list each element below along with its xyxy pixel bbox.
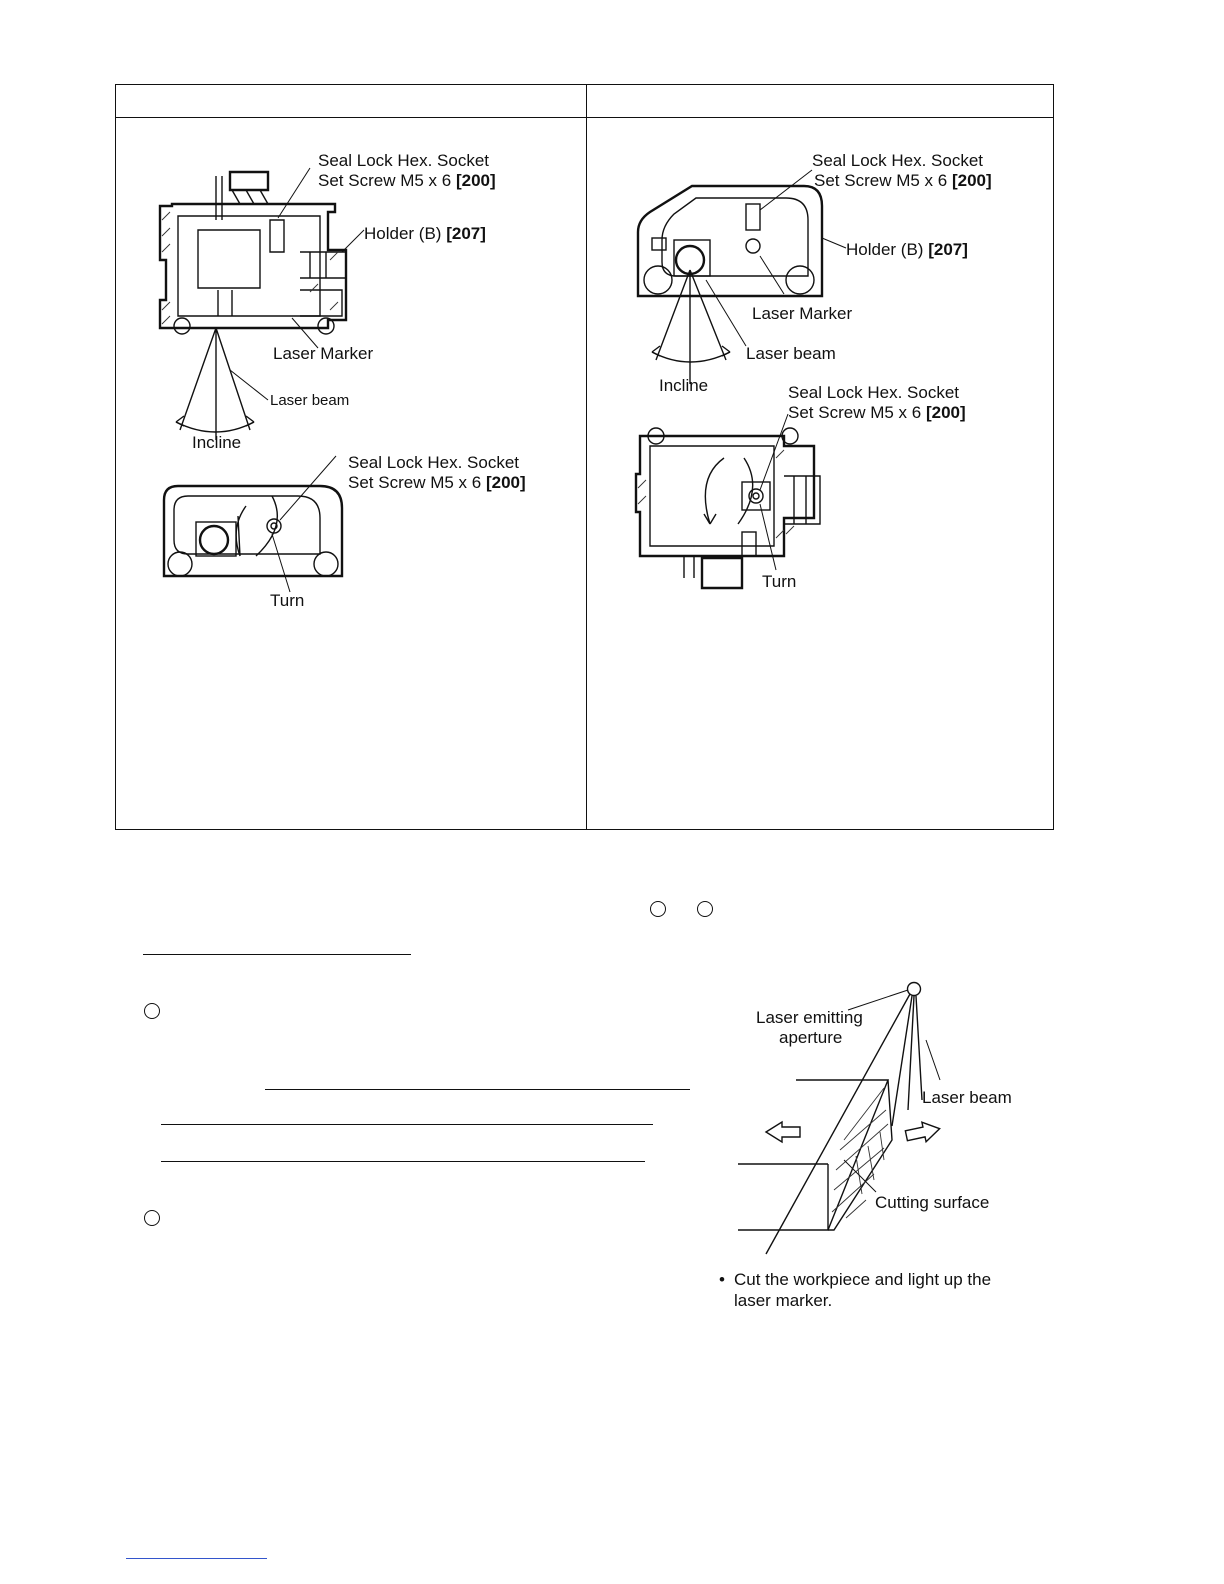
table-column-divider bbox=[586, 85, 587, 829]
step-circle-b bbox=[697, 901, 713, 917]
footer-link-line bbox=[126, 1558, 267, 1559]
left-top-screw-label-1: Seal Lock Hex. Socket bbox=[318, 151, 490, 170]
left-top-screw-label-2: Set Screw M5 x 6 [200] bbox=[318, 171, 496, 190]
right-bottom-screw-label-1: Seal Lock Hex. Socket bbox=[788, 383, 960, 402]
underline-3 bbox=[161, 1161, 645, 1162]
right-bottom-turn-label: Turn bbox=[762, 572, 797, 591]
left-bottom-turn-label: Turn bbox=[270, 591, 305, 610]
left-bottom-screw-label-1: Seal Lock Hex. Socket bbox=[348, 453, 520, 472]
right-bottom-laser-marker-drawing bbox=[634, 413, 821, 590]
right-top-marker-label: Laser Marker bbox=[752, 304, 853, 323]
left-top-holder-label: Holder (B) [207] bbox=[364, 224, 486, 243]
illustration-table bbox=[115, 84, 1054, 830]
note-bullet: • bbox=[719, 1270, 725, 1289]
aperture-label-1: Laser emitting bbox=[756, 1008, 863, 1027]
left-bottom-laser-marker-drawing bbox=[162, 455, 344, 593]
step-circle-a bbox=[650, 901, 666, 917]
underline-heading bbox=[143, 954, 411, 955]
right-top-beam-label: Laser beam bbox=[746, 344, 836, 363]
note-line-2: laser marker. bbox=[734, 1291, 833, 1310]
aperture-label-2: aperture bbox=[779, 1028, 843, 1047]
table-header-row bbox=[116, 85, 1053, 118]
right-top-holder-label: Holder (B) [207] bbox=[846, 240, 968, 259]
left-top-incline-label: Incline bbox=[192, 433, 242, 452]
right-top-screw-label-1: Seal Lock Hex. Socket bbox=[812, 151, 984, 170]
right-top-incline-label: Incline bbox=[659, 376, 709, 395]
cutting-surface-drawing bbox=[738, 981, 941, 1255]
left-top-laser-marker-drawing bbox=[158, 167, 365, 440]
underline-1 bbox=[265, 1089, 690, 1090]
cut-beam-label: Laser beam bbox=[922, 1088, 1012, 1107]
right-top-screw-label-2: Set Screw M5 x 6 [200] bbox=[814, 171, 992, 190]
step-circle-2 bbox=[144, 1210, 160, 1226]
note-line-1: Cut the workpiece and light up the bbox=[734, 1270, 992, 1289]
step-circle-1 bbox=[144, 1003, 160, 1019]
cutting-surface-label: Cutting surface bbox=[875, 1193, 990, 1212]
left-bottom-screw-label-2: Set Screw M5 x 6 [200] bbox=[348, 473, 526, 492]
underline-2 bbox=[161, 1124, 653, 1125]
left-top-marker-label: Laser Marker bbox=[273, 344, 374, 363]
right-bottom-screw-label-2: Set Screw M5 x 6 [200] bbox=[788, 403, 966, 422]
right-top-laser-marker-drawing bbox=[636, 169, 847, 384]
left-top-beam-label: Laser beam bbox=[270, 392, 350, 409]
